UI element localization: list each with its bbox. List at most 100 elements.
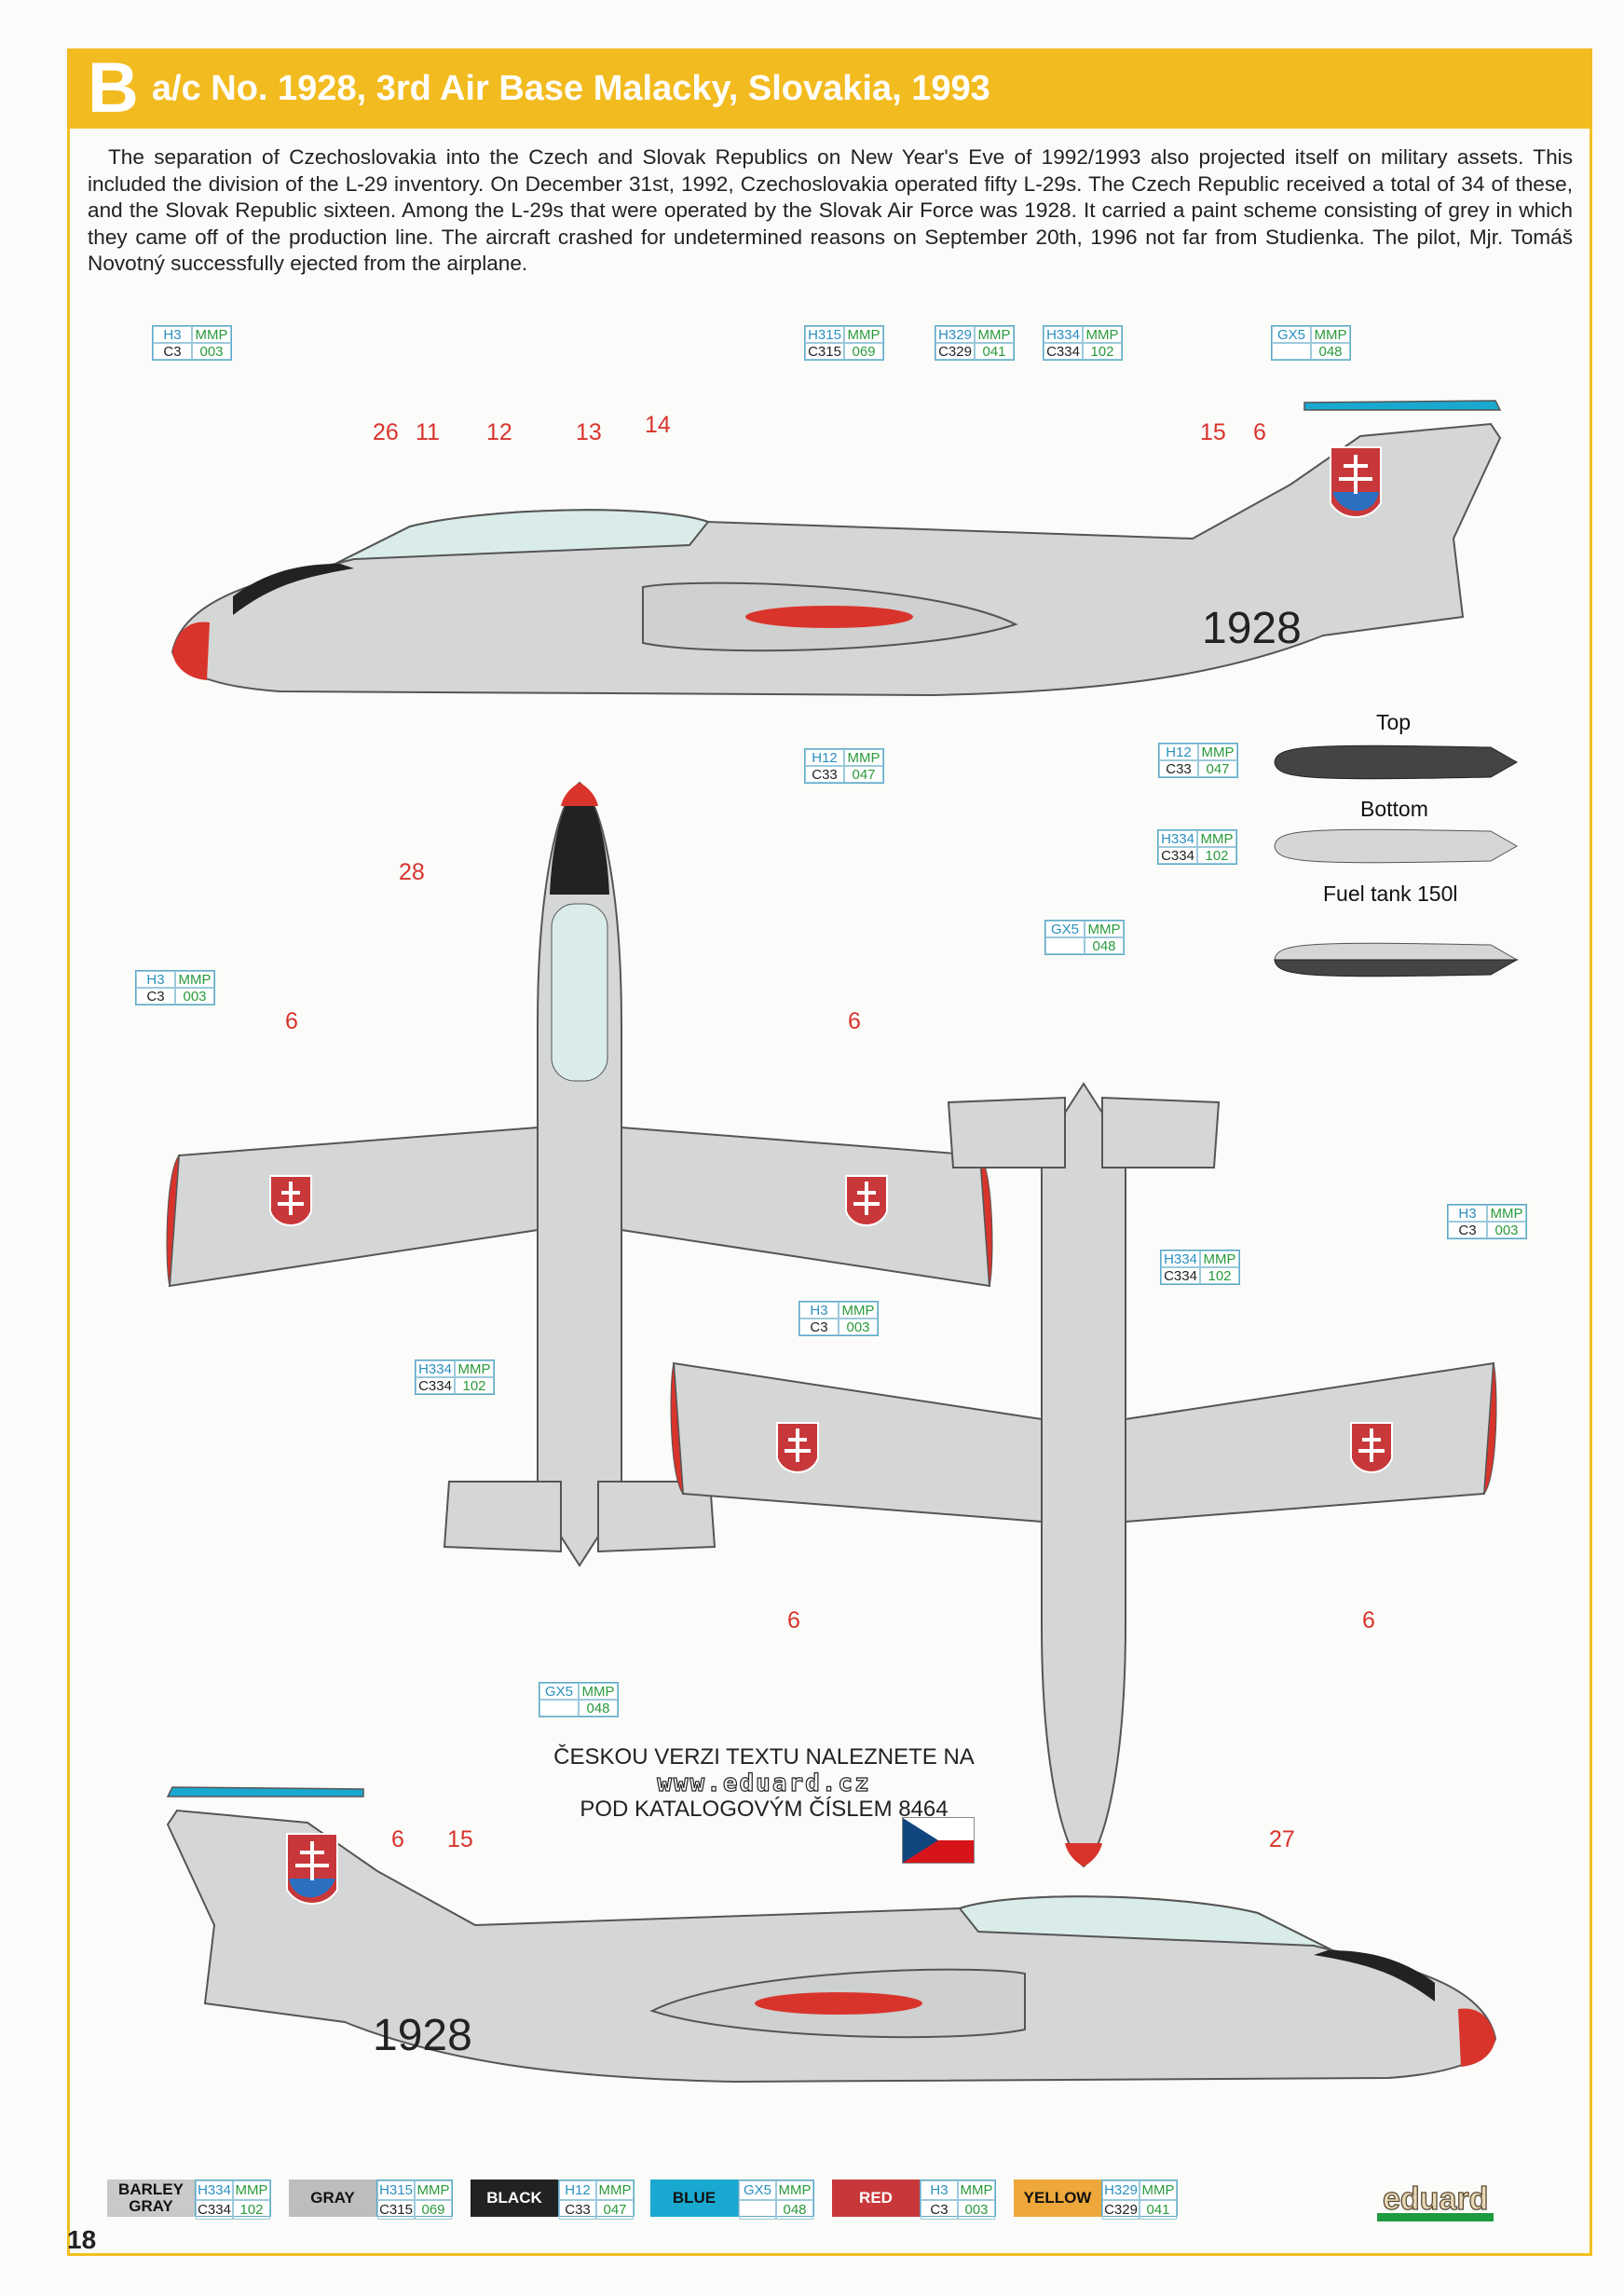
decal-number: 6 [1253, 419, 1266, 445]
serial-right: 1928 [373, 2011, 472, 2060]
paint-code: C3 [1448, 1222, 1487, 1238]
paint-code: C33 [559, 2200, 596, 2220]
paint-code: 047 [596, 2200, 634, 2220]
paint-code: H3 [799, 1302, 839, 1319]
paint-code: MMP [175, 971, 214, 988]
decal-number: 15 [1200, 419, 1226, 445]
paint-code: GX5 [739, 2180, 776, 2200]
paint-code: 047 [1198, 760, 1237, 777]
paint-code [539, 1700, 579, 1716]
paint-code: H12 [559, 2180, 596, 2200]
czech-line-1: ČESKOU VERZI TEXTU NALEZNETE NA [553, 1744, 975, 1770]
paint-code: C334 [1161, 1267, 1200, 1284]
paint-code: H12 [1159, 744, 1198, 760]
paint-code: 003 [1487, 1222, 1526, 1238]
paint-code: H315 [377, 2180, 415, 2200]
paint-code: GX5 [1272, 326, 1311, 343]
color-swatch: RED [832, 2180, 920, 2217]
color-swatch: BLUE [650, 2180, 738, 2217]
paint-code: 003 [175, 988, 214, 1004]
tank-top-label: Top [1376, 710, 1412, 734]
decal-number: 6 [787, 1607, 800, 1633]
paint-code: MMP [415, 2180, 452, 2200]
paint-code: MMP [1487, 1205, 1526, 1222]
page-number: 18 [67, 2225, 97, 2254]
czech-line-3: POD KATALOGOVÝM ČÍSLEM 8464 [580, 1797, 948, 1822]
paint-code: C3 [921, 2200, 958, 2220]
paint-code: C33 [1159, 760, 1198, 777]
paint-code: H334 [1158, 830, 1197, 847]
decal-number: 28 [399, 859, 425, 885]
decal-number: 26 [373, 419, 399, 445]
paint-code: MMP [192, 326, 231, 343]
paint-code: 003 [958, 2200, 995, 2220]
paint-code: 102 [1200, 1267, 1239, 1284]
right-side-view [166, 1785, 1497, 2084]
serial-left: 1928 [1202, 604, 1302, 653]
paint-code: MMP [844, 326, 883, 343]
paint-code: MMP [1083, 326, 1122, 343]
paint-code: C3 [136, 988, 175, 1004]
paint-code: C334 [1044, 343, 1083, 360]
tank-side-label: Fuel tank 150l [1323, 882, 1458, 906]
paint-code: MMP [1140, 2180, 1177, 2200]
paint-code: MMP [975, 326, 1014, 343]
paint-code: 003 [839, 1319, 878, 1335]
paint-code: C3 [153, 343, 192, 360]
color-swatch: GRAY [289, 2180, 376, 2217]
paint-code: MMP [579, 1683, 618, 1700]
paint-code: 102 [455, 1377, 494, 1394]
paint-code: MMP [839, 1302, 878, 1319]
paint-code: MMP [844, 749, 883, 766]
paint-code: H3 [1448, 1205, 1487, 1222]
profile-title: a/c No. 1928, 3rd Air Base Malacky, Slov… [151, 68, 990, 108]
decal-number: 14 [645, 412, 671, 438]
history-paragraph: The separation of Czechoslovakia into th… [88, 145, 1573, 275]
paint-code: C334 [1158, 847, 1197, 864]
color-swatch: BARLEY GRAY [107, 2180, 195, 2217]
decal-number: 15 [447, 1826, 473, 1852]
paint-code: H3 [921, 2180, 958, 2200]
decal-number: 6 [391, 1826, 404, 1852]
bottom-view [670, 1083, 1497, 1867]
paint-code: 048 [1311, 343, 1350, 360]
paint-code: C315 [377, 2200, 415, 2220]
paint-code: 048 [1085, 937, 1124, 954]
paint-code: 102 [1083, 343, 1122, 360]
paint-code: H3 [153, 326, 192, 343]
paint-code: 069 [844, 343, 883, 360]
paint-code: 069 [415, 2200, 452, 2220]
decal-number: 6 [1362, 1607, 1375, 1633]
czech-url[interactable]: www.eduard.cz [657, 1770, 871, 1797]
paint-code: 047 [844, 766, 883, 783]
eduard-logo: eduard [1377, 2182, 1494, 2221]
paint-code: MMP [1197, 830, 1236, 847]
paint-code: C329 [935, 343, 975, 360]
paint-code: H3 [136, 971, 175, 988]
paint-code: C334 [196, 2200, 233, 2220]
paint-code: 048 [776, 2200, 813, 2220]
paint-code: H329 [935, 326, 975, 343]
czech-note: ČESKOU VERZI TEXTU NALEZNETE NA www.edua… [522, 1744, 1006, 1823]
fuel-tank-views [1274, 745, 1519, 977]
paint-code [1045, 937, 1085, 954]
paint-code: C33 [805, 766, 844, 783]
